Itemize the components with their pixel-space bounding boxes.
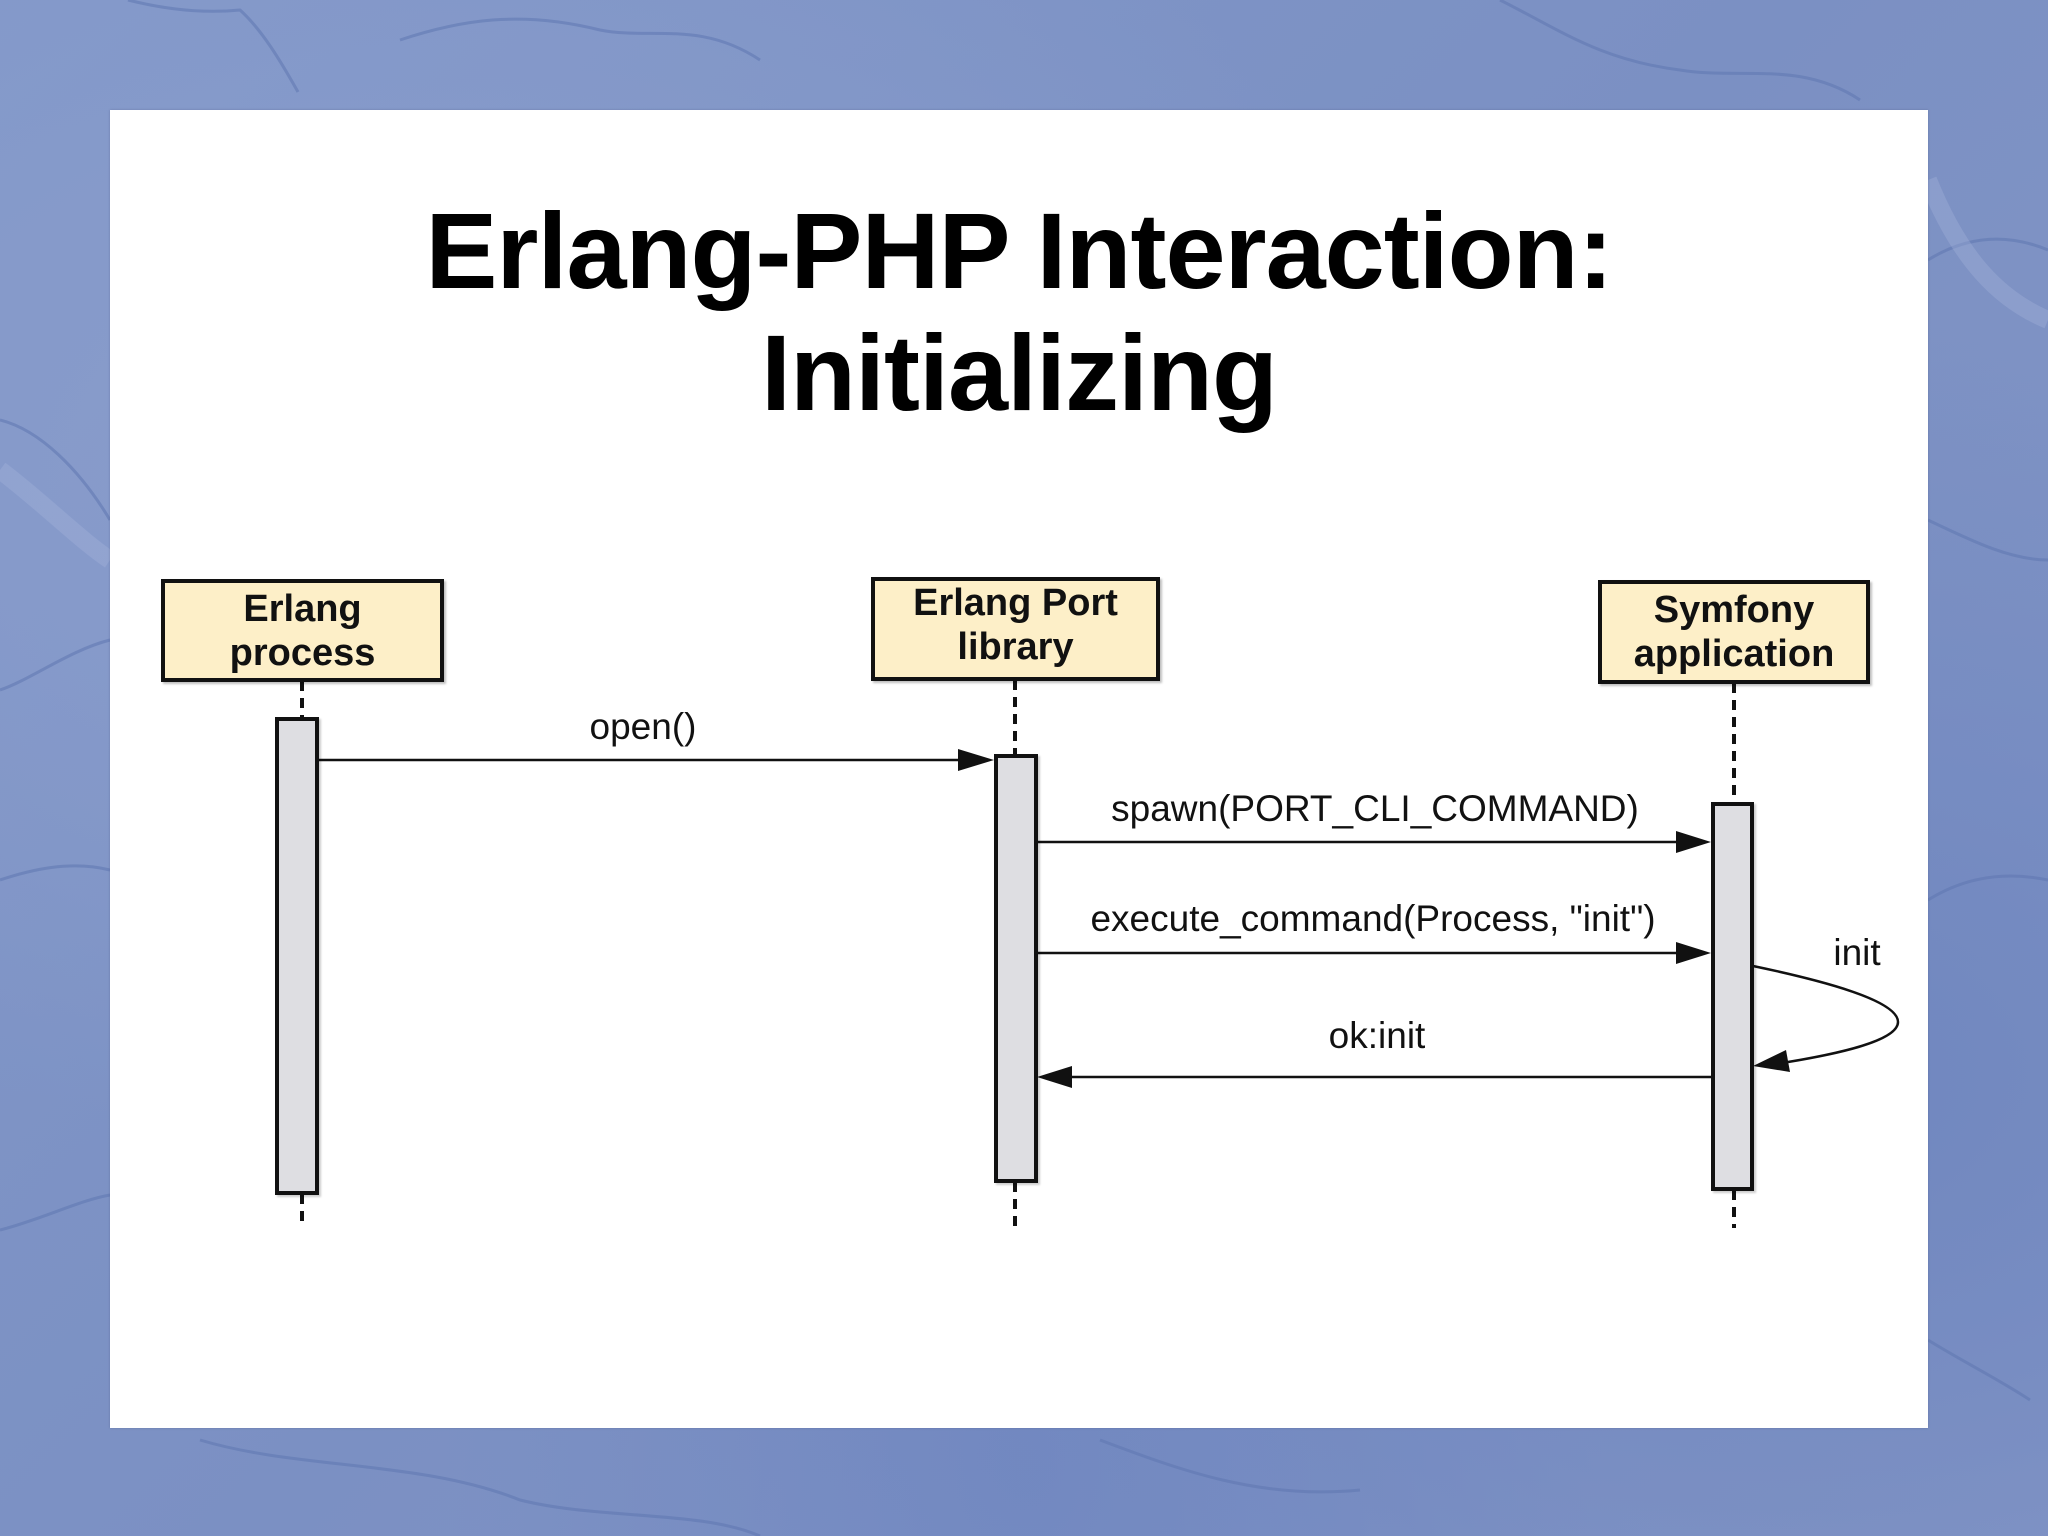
message-label-spawn: spawn(PORT_CLI_COMMAND) <box>1111 788 1639 829</box>
message-label-init: init <box>1833 932 1881 973</box>
participant-erlang-port-library: Erlang Port library <box>871 577 1160 681</box>
title-line-2: Initializing <box>761 312 1278 433</box>
participant-erlang-process: Erlang process <box>161 579 444 682</box>
message-label-open: open() <box>589 706 697 747</box>
arrowhead-spawn <box>1676 831 1711 853</box>
arrowheads <box>958 749 1790 1088</box>
participant-label-line-2: application <box>1633 633 1835 675</box>
participant-symfony-application: Symfony application <box>1598 580 1870 684</box>
arrowhead-init <box>1753 1050 1790 1072</box>
participant-label-line-2: library <box>957 626 1074 668</box>
arrowhead-execute-command <box>1676 942 1711 964</box>
arrowhead-ok-init <box>1037 1066 1072 1088</box>
activation-erlang-port-library <box>994 754 1038 1183</box>
self-message-init-arrow <box>1752 964 1900 1064</box>
arrowhead-open <box>958 749 994 771</box>
title-line-1: Erlang-PHP Interaction: <box>425 190 1613 311</box>
participant-label-line-2: process <box>229 631 376 674</box>
participant-label-line-1: Erlang <box>243 587 362 630</box>
participant-label-line-1: Symfony <box>1653 589 1815 631</box>
participant-label-line-1: Erlang Port <box>913 582 1118 624</box>
slide-title: Erlang-PHP Interaction: Initializing <box>110 190 1928 434</box>
activation-erlang-process <box>275 717 319 1195</box>
activation-symfony-application <box>1711 802 1754 1191</box>
message-label-execute-command: execute_command(Process, "init") <box>1090 898 1656 939</box>
message-label-ok-init: ok:init <box>1328 1015 1426 1056</box>
